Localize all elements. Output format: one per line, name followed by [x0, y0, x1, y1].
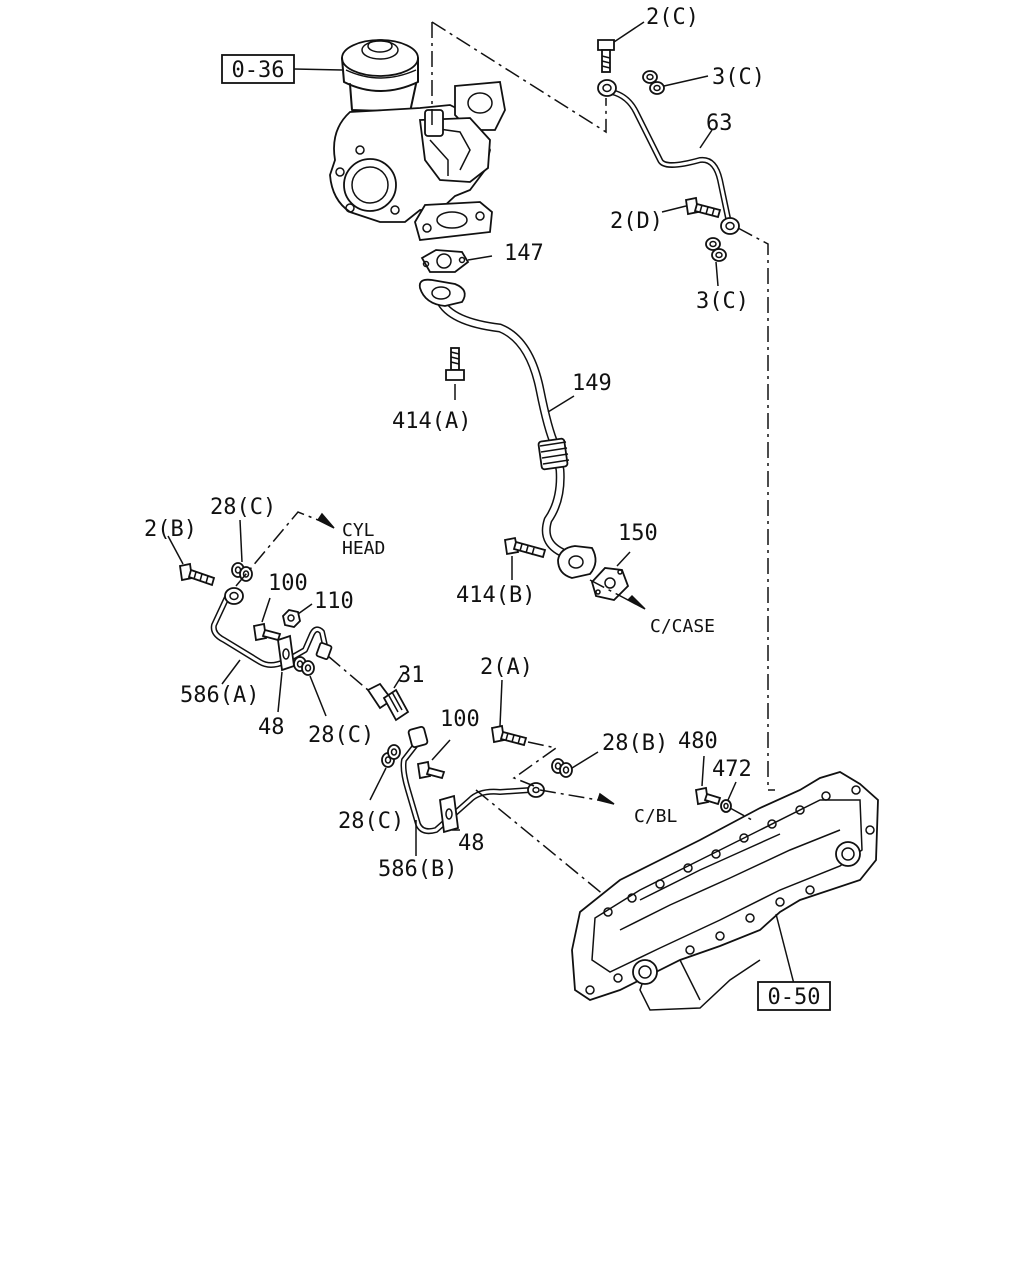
turbo-ref-label: 0-36	[232, 58, 285, 83]
oil-tube-586a	[210, 587, 333, 672]
bolt-100-low	[416, 760, 446, 780]
label-147: 147	[504, 241, 544, 266]
gasket-147	[420, 249, 470, 273]
dest-c-case: C/CASE	[650, 616, 715, 637]
oil-feed-tube-63	[597, 79, 740, 235]
label-48-low: 48	[458, 831, 485, 856]
bolt-100-top	[252, 622, 282, 642]
turbocharger-assembly	[329, 39, 506, 241]
eye-bolt-2a	[490, 724, 528, 747]
dest-cyl-head-line2: HEAD	[342, 538, 385, 559]
washers-28b	[551, 758, 573, 778]
label-480: 480	[678, 729, 718, 754]
dest-c-bl: C/BL	[634, 806, 678, 827]
oil-return-pipe-149	[418, 278, 597, 579]
eye-bolt-2c-top	[597, 39, 615, 73]
washers-28c-low	[381, 744, 401, 768]
washers-3c-top	[642, 70, 665, 95]
label-48-top: 48	[258, 715, 285, 740]
label-110: 110	[314, 589, 354, 614]
label-28c-low: 28(C)	[338, 809, 404, 834]
label-28c-top: 28(C)	[210, 495, 276, 520]
union-connector-31	[366, 682, 410, 722]
label-28b: 28(B)	[602, 731, 668, 756]
label-2a: 2(A)	[480, 655, 533, 680]
label-2c-top: 2(C)	[646, 5, 699, 30]
bolt-414a	[445, 347, 465, 381]
manifold-reference-box[interactable]: 0-50	[757, 981, 831, 1011]
label-586a: 586(A)	[180, 683, 259, 708]
label-150: 150	[618, 521, 658, 546]
manifold-ref-label: 0-50	[768, 985, 821, 1010]
exhaust-manifold	[571, 771, 879, 1011]
turbo-reference-box[interactable]: 0-36	[221, 54, 295, 84]
label-149: 149	[572, 371, 612, 396]
dest-cyl-head-line1: CYL	[342, 520, 375, 541]
label-31: 31	[398, 663, 425, 688]
washer-472	[720, 799, 732, 813]
eye-bolt-2d	[684, 196, 722, 219]
washers-28c-mid	[293, 656, 315, 676]
bolt-414b	[503, 536, 547, 559]
label-3c-top: 3(C)	[712, 65, 765, 90]
label-586b: 586(B)	[378, 857, 457, 882]
washers-3c-low	[705, 237, 727, 262]
label-472: 472	[712, 757, 752, 782]
label-2b: 2(B)	[144, 517, 197, 542]
label-63: 63	[706, 111, 733, 136]
label-414b: 414(B)	[456, 583, 535, 608]
label-28c-mid: 28(C)	[308, 723, 374, 748]
gasket-150	[590, 567, 630, 601]
bolt-480	[694, 786, 722, 806]
label-2d: 2(D)	[610, 209, 663, 234]
label-100-top: 100	[268, 571, 308, 596]
label-100-low: 100	[440, 707, 480, 732]
label-3c-low: 3(C)	[696, 289, 749, 314]
label-414a: 414(A)	[392, 409, 471, 434]
nut-110	[282, 609, 301, 628]
oil-tube-586b	[400, 726, 545, 835]
eye-bolt-2b	[178, 562, 216, 587]
